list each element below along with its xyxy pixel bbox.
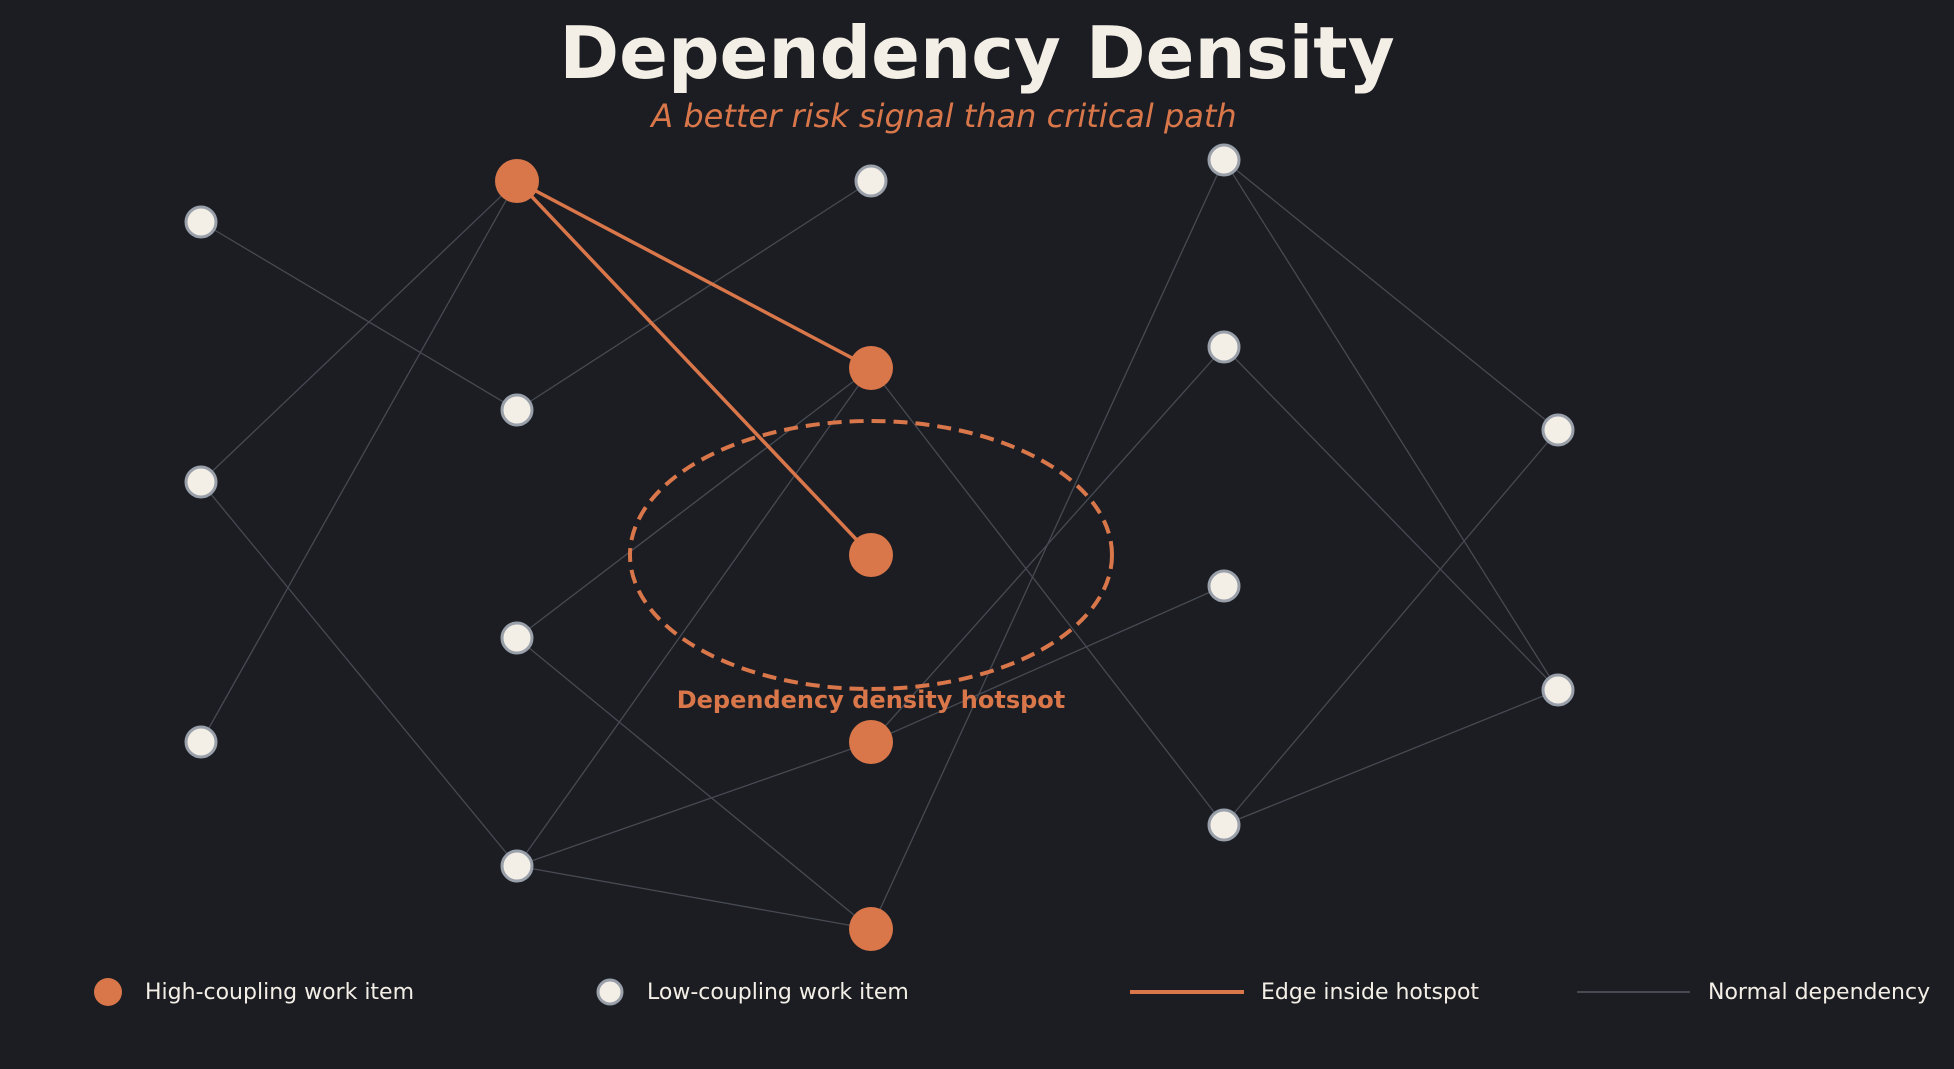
low-coupling-node — [1207, 143, 1241, 177]
low-coupling-node — [500, 393, 534, 427]
dependency-edge — [870, 367, 1225, 826]
legend-item-low: Low-coupling work item — [596, 978, 909, 1006]
high-coupling-node — [849, 533, 893, 577]
dependency-edge — [1223, 346, 1559, 691]
edges-layer — [200, 159, 1559, 930]
legend-low-swatch — [596, 978, 624, 1006]
dependency-edge — [516, 741, 872, 867]
low-coupling-node — [184, 205, 218, 239]
legend-hot-edge-label: Edge inside hotspot — [1261, 980, 1479, 1005]
dependency-edge — [516, 180, 872, 411]
dependency-edge — [200, 180, 518, 483]
dependency-edge — [516, 865, 872, 930]
dependency-edge — [516, 637, 872, 930]
legend-high-label: High-coupling work item — [145, 980, 414, 1005]
nodes-layer — [184, 143, 1575, 951]
hotspot-region — [628, 419, 1114, 691]
dependency-edge — [870, 159, 1225, 930]
high-coupling-node — [495, 159, 539, 203]
dependency-edge — [200, 221, 518, 411]
legend-normal-edge-label: Normal dependency — [1708, 980, 1930, 1005]
low-coupling-node — [1541, 673, 1575, 707]
dependency-edge — [516, 367, 872, 867]
high-coupling-node — [849, 907, 893, 951]
dependency-edge — [200, 180, 518, 743]
dependency-edge — [1223, 159, 1559, 431]
page-subtitle: A better risk signal than critical path — [649, 97, 1236, 135]
high-coupling-node — [849, 720, 893, 764]
dependency-edge — [200, 481, 518, 867]
legend-low-label: Low-coupling work item — [647, 980, 909, 1005]
hotspot-edge — [516, 179, 872, 370]
legend-item-high: High-coupling work item — [94, 978, 414, 1006]
dependency-edge — [1223, 159, 1559, 691]
low-coupling-node — [184, 725, 218, 759]
legend: High-coupling work item Low-coupling wor… — [94, 978, 1930, 1006]
legend-item-hot-edge: Edge inside hotspot — [1130, 980, 1479, 1005]
dependency-edge — [1223, 689, 1559, 826]
low-coupling-node — [1541, 413, 1575, 447]
low-coupling-node — [1207, 808, 1241, 842]
high-coupling-node — [849, 346, 893, 390]
legend-item-normal-edge: Normal dependency — [1577, 980, 1930, 1005]
dependency-edge — [870, 585, 1225, 743]
low-coupling-node — [500, 849, 534, 883]
page-title: Dependency Density — [559, 11, 1394, 95]
hotspot-label: Dependency density hotspot — [677, 686, 1066, 714]
hotspot-edge — [515, 179, 873, 557]
low-coupling-node — [854, 164, 888, 198]
low-coupling-node — [1207, 330, 1241, 364]
low-coupling-node — [184, 465, 218, 499]
low-coupling-node — [500, 621, 534, 655]
dependency-edge — [516, 367, 872, 639]
low-coupling-node — [1207, 569, 1241, 603]
legend-high-swatch — [94, 978, 122, 1006]
dependency-edge — [1223, 429, 1559, 826]
